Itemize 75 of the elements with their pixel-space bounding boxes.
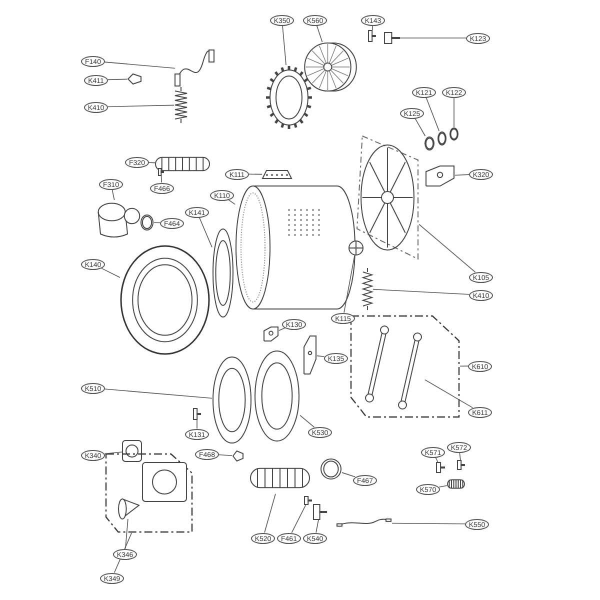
leader-line bbox=[316, 355, 325, 358]
leader-line bbox=[344, 256, 355, 313]
spring-drawing bbox=[174, 87, 188, 123]
hinge-drawing bbox=[303, 335, 317, 375]
leader-line bbox=[454, 174, 470, 176]
elbow-drawing bbox=[447, 477, 465, 491]
seal-drawing bbox=[449, 127, 459, 141]
lifter-drawing bbox=[262, 170, 292, 179]
wire-drawing bbox=[337, 519, 392, 527]
leader-line bbox=[108, 104, 174, 108]
leader-line bbox=[198, 217, 212, 248]
leader-line bbox=[100, 268, 120, 278]
leader-line bbox=[316, 25, 323, 42]
leader-line bbox=[372, 25, 374, 30]
leader-line bbox=[435, 456, 438, 462]
bearing-drawing bbox=[424, 136, 435, 151]
bolt-drawing bbox=[304, 496, 312, 505]
leader-line bbox=[104, 62, 176, 69]
leader-line bbox=[248, 174, 262, 175]
leader-line bbox=[148, 162, 156, 164]
drum-drawing bbox=[235, 185, 355, 310]
leader-line bbox=[228, 199, 236, 205]
leader-line bbox=[196, 420, 198, 429]
clamp-drawing bbox=[140, 214, 154, 231]
bolt-drawing bbox=[384, 32, 400, 44]
leader-line bbox=[438, 485, 448, 488]
leader-line bbox=[426, 97, 440, 132]
leader-line bbox=[125, 518, 128, 549]
leader-line bbox=[424, 379, 473, 408]
fitting-drawing bbox=[436, 462, 445, 473]
leader-line bbox=[282, 25, 286, 66]
leader-line bbox=[108, 78, 128, 80]
bolt-drawing bbox=[368, 30, 376, 42]
leader-line bbox=[104, 452, 122, 454]
sump-drawing bbox=[96, 200, 141, 240]
leader-line bbox=[342, 472, 356, 478]
tub-back-drawing bbox=[356, 135, 419, 260]
leader-line bbox=[459, 452, 461, 460]
tub-front-drawing bbox=[120, 245, 210, 355]
leader-line bbox=[414, 118, 426, 136]
shaft-drawing bbox=[348, 240, 364, 256]
leader-line bbox=[418, 224, 476, 273]
assembly-outline bbox=[350, 315, 460, 418]
leader-line bbox=[154, 222, 160, 224]
bracket-drawing bbox=[425, 165, 455, 187]
leader-line bbox=[300, 414, 315, 428]
hinge-drawing bbox=[263, 326, 279, 342]
pump-motor-drawing bbox=[122, 440, 142, 462]
leader-line bbox=[278, 327, 286, 331]
spring-drawing bbox=[362, 268, 373, 310]
clip-drawing bbox=[158, 168, 164, 176]
leader-line bbox=[291, 504, 306, 534]
clip-drawing bbox=[232, 450, 244, 462]
leader-line bbox=[392, 522, 466, 524]
leader-line bbox=[114, 532, 132, 573]
door-seal-drawing bbox=[254, 350, 300, 442]
sensor-drawing bbox=[313, 504, 327, 520]
ring-drawing bbox=[212, 228, 234, 318]
bearing-drawing bbox=[437, 131, 447, 146]
bolt-drawing bbox=[193, 408, 201, 420]
leader-line bbox=[104, 388, 212, 399]
leader-line bbox=[264, 494, 276, 533]
fan-wheel-drawing bbox=[303, 42, 358, 92]
clip-drawing bbox=[127, 73, 142, 85]
damper-drawing bbox=[395, 332, 425, 410]
rotor-drawing bbox=[265, 65, 313, 130]
leader-line bbox=[372, 288, 470, 295]
leader-line bbox=[460, 366, 468, 367]
leader-line bbox=[218, 454, 232, 456]
leader-line bbox=[316, 520, 319, 533]
leader-line bbox=[112, 189, 115, 200]
clamp-drawing bbox=[320, 458, 342, 480]
ring-drawing bbox=[212, 356, 252, 444]
nut-drawing bbox=[457, 460, 465, 470]
leader-line bbox=[160, 176, 162, 183]
